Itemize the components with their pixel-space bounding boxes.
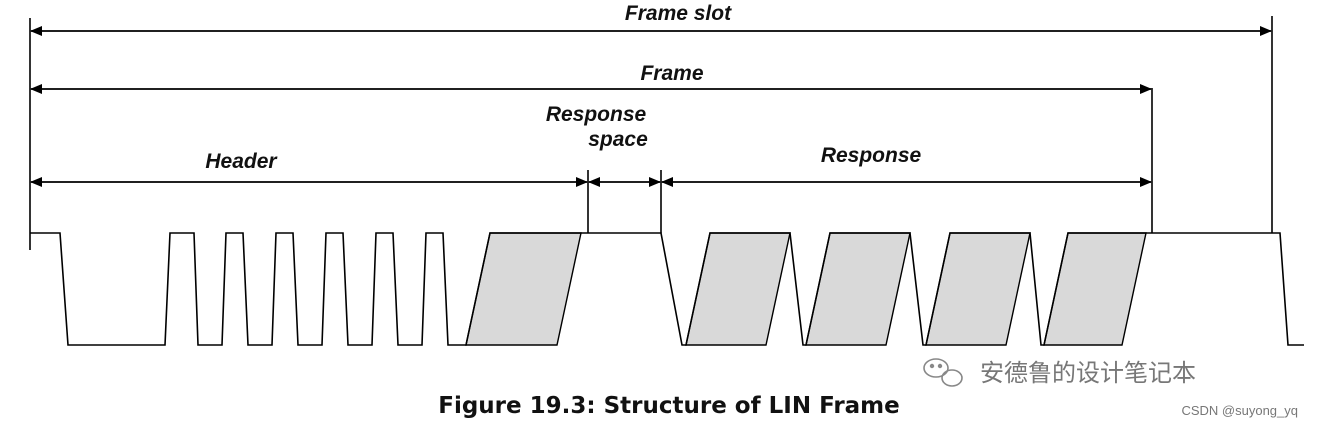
data-bytes: [465, 232, 1147, 346]
response-label: Response: [821, 144, 922, 167]
frame-label: Frame: [640, 62, 703, 85]
signal-waveform: [30, 232, 1304, 346]
figure-caption: Figure 19.3: Structure of LIN Frame: [438, 393, 900, 419]
byte-cell: [925, 232, 1031, 346]
wechat-icon: [923, 358, 963, 387]
boundary-lines: [29, 16, 1273, 250]
response-space-label-line2: space: [588, 128, 648, 151]
source-credit: CSDN @suyong_yq: [1181, 403, 1298, 418]
watermark-text: 安德鲁的设计笔记本: [980, 359, 1196, 387]
byte-cell: [685, 232, 791, 346]
byte-cell: [1043, 232, 1147, 346]
header-label: Header: [205, 150, 278, 173]
frame-slot-label: Frame slot: [625, 2, 732, 25]
response-space-label-line1: Response: [546, 103, 647, 126]
byte-cell: [805, 232, 911, 346]
dimension-arrows: [30, 26, 1272, 187]
byte-cell: [465, 232, 582, 346]
watermark: 安德鲁的设计笔记本: [923, 358, 1196, 387]
